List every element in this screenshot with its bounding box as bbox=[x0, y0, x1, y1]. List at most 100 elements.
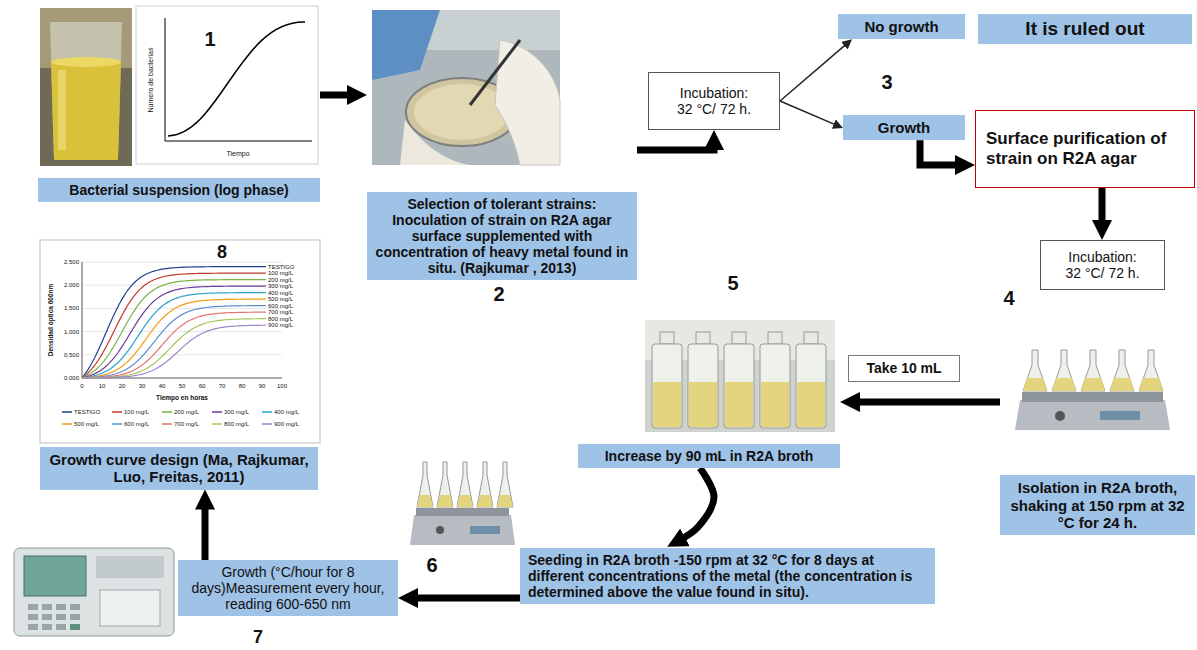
bottles-photo-part bbox=[645, 320, 835, 432]
agar-plate-photo bbox=[372, 10, 560, 165]
process-box: Seeding in R2A broth -150 rpm at 32 °C f… bbox=[520, 548, 935, 604]
tick-label: 30 bbox=[139, 383, 146, 389]
growth-curve-chart-part bbox=[82, 354, 282, 355]
legend-line-sample bbox=[112, 423, 122, 425]
series-label: 800 mg/L bbox=[268, 316, 293, 322]
process-box: Surface purification of strain on R2A ag… bbox=[975, 110, 1195, 188]
shaker-illustration-part bbox=[497, 495, 513, 507]
connectors bbox=[205, 43, 1102, 598]
image-step: Bacterial suspension (log phase) bbox=[38, 4, 320, 202]
legend-text: 700 mg/L bbox=[174, 421, 199, 427]
tick-label: 70 bbox=[219, 383, 226, 389]
step-caption: Selection of tolerant strains: Inoculati… bbox=[367, 192, 637, 280]
legend-line-sample bbox=[262, 411, 272, 413]
spectrophotometer-part bbox=[42, 604, 52, 610]
legend-line-sample bbox=[262, 421, 272, 427]
legend-line-sample bbox=[112, 409, 122, 415]
tick-label: 20 bbox=[119, 383, 126, 389]
bottles-photo-part bbox=[797, 382, 825, 427]
shaker-illustration-part bbox=[497, 462, 513, 507]
outcome-box: No growth bbox=[838, 14, 965, 39]
tick-label: 2.000 bbox=[64, 282, 79, 288]
legend-line-sample bbox=[212, 411, 222, 413]
growth-curves bbox=[82, 267, 266, 378]
tick-label: 40 bbox=[159, 383, 166, 389]
growth-curve-line bbox=[82, 306, 266, 378]
growth-curve-line bbox=[82, 319, 266, 378]
shaker-illustration-part bbox=[1100, 411, 1140, 420]
series-label: 600 mg/L bbox=[268, 303, 293, 309]
growth-curve-chart-part bbox=[82, 331, 282, 332]
axis-title: Número de bacterias bbox=[147, 48, 154, 113]
flask-photo-part bbox=[51, 57, 121, 67]
tick-label: 1.000 bbox=[64, 329, 79, 335]
axis-title: Tiempo bbox=[226, 150, 249, 157]
condition-box: Incubation: 32 °C/ 72 h. bbox=[648, 72, 780, 130]
spectrophotometer-part bbox=[70, 614, 80, 620]
flow-arrow bbox=[780, 43, 847, 101]
legend-text: TESTIGO bbox=[74, 409, 100, 415]
callout-number: 4 bbox=[1003, 288, 1014, 308]
shaker-illustration-part bbox=[1022, 392, 1163, 402]
spectrophotometer-part bbox=[28, 614, 38, 620]
tick-label: 90 bbox=[259, 383, 266, 389]
bottles-photo-part bbox=[761, 382, 789, 427]
growth-curve-line bbox=[82, 293, 266, 378]
flow-arrow bbox=[780, 101, 837, 126]
bottles-photo-part bbox=[768, 332, 782, 344]
bottles-photo-part bbox=[725, 382, 753, 427]
box-text: Surface purification of strain on R2A ag… bbox=[986, 129, 1184, 168]
shaker-illustration-part bbox=[1015, 400, 1170, 430]
box-text: Seeding in R2A broth -150 rpm at 32 °C f… bbox=[528, 552, 927, 600]
flask-photo-part bbox=[58, 70, 66, 150]
flow-arrow bbox=[920, 140, 963, 165]
legend-line-sample bbox=[162, 411, 172, 413]
spectrophotometer-part bbox=[56, 604, 66, 610]
box-text: Incubation: 32 °C/ 72 h. bbox=[671, 85, 757, 117]
flow-arrow bbox=[678, 468, 714, 541]
box-text: Growth bbox=[878, 119, 931, 136]
legend-text: 600 mg/L bbox=[124, 421, 149, 427]
process-box: Growth (°C/hour for 8 days)Measurement e… bbox=[178, 560, 398, 616]
note-box: Take 10 mL bbox=[848, 355, 960, 382]
spectrophotometer-part bbox=[24, 556, 86, 596]
legend-text: 300 mg/L bbox=[224, 409, 249, 415]
axis-title: Tiempo en horas bbox=[156, 395, 208, 402]
legend-item: 900 mg/L bbox=[262, 421, 299, 427]
spectrophotometer-part bbox=[56, 614, 66, 620]
legend-item: TESTIGO bbox=[62, 409, 100, 415]
legend-line-sample bbox=[112, 411, 122, 413]
shaker-illustration-part bbox=[1081, 350, 1105, 391]
tick-label: 80 bbox=[239, 383, 246, 389]
growth-curve-line bbox=[82, 273, 266, 378]
growth-curve-line bbox=[82, 286, 266, 378]
image-step: Selection of tolerant strains: Inoculati… bbox=[367, 6, 637, 280]
shaker-illustration-part bbox=[417, 495, 433, 507]
shaker-illustration-part bbox=[437, 462, 453, 507]
legend-line-sample bbox=[62, 411, 72, 413]
spectrophotometer-part bbox=[28, 624, 38, 630]
box-text: Incubation: 32 °C/ 72 h. bbox=[1063, 249, 1142, 281]
tick-label: 60 bbox=[199, 383, 206, 389]
legend-text: 800 mg/L bbox=[224, 421, 249, 427]
shaker-illustration-part bbox=[1110, 350, 1134, 391]
agar-plate-photo-part bbox=[372, 10, 560, 165]
legend-item: 400 mg/L bbox=[262, 409, 299, 415]
condition-box: Incubation: 32 °C/ 72 h. bbox=[1040, 240, 1165, 290]
legend-item: 700 mg/L bbox=[162, 421, 199, 427]
outcome-box: Growth bbox=[843, 115, 965, 140]
growth-curve-line bbox=[82, 312, 266, 378]
series-label: 300 mg/L bbox=[268, 283, 293, 289]
shaker-illustration-part bbox=[1055, 411, 1065, 421]
axis-title: Densidad óptica 600nm bbox=[48, 284, 55, 357]
legend-line-sample bbox=[262, 409, 272, 415]
spectrophotometer-part bbox=[42, 624, 52, 630]
flow-arrow bbox=[852, 399, 1000, 406]
legend-item: 500 mg/L bbox=[62, 421, 99, 427]
box-text: Growth curve design (Ma, Rajkumar, Luo, … bbox=[48, 451, 310, 486]
legend-item: 100 mg/L bbox=[112, 409, 149, 415]
shaker-illustration-part bbox=[1110, 378, 1134, 391]
series-label: 100 mg/L bbox=[268, 270, 293, 276]
bottles-photo-part bbox=[724, 344, 754, 428]
